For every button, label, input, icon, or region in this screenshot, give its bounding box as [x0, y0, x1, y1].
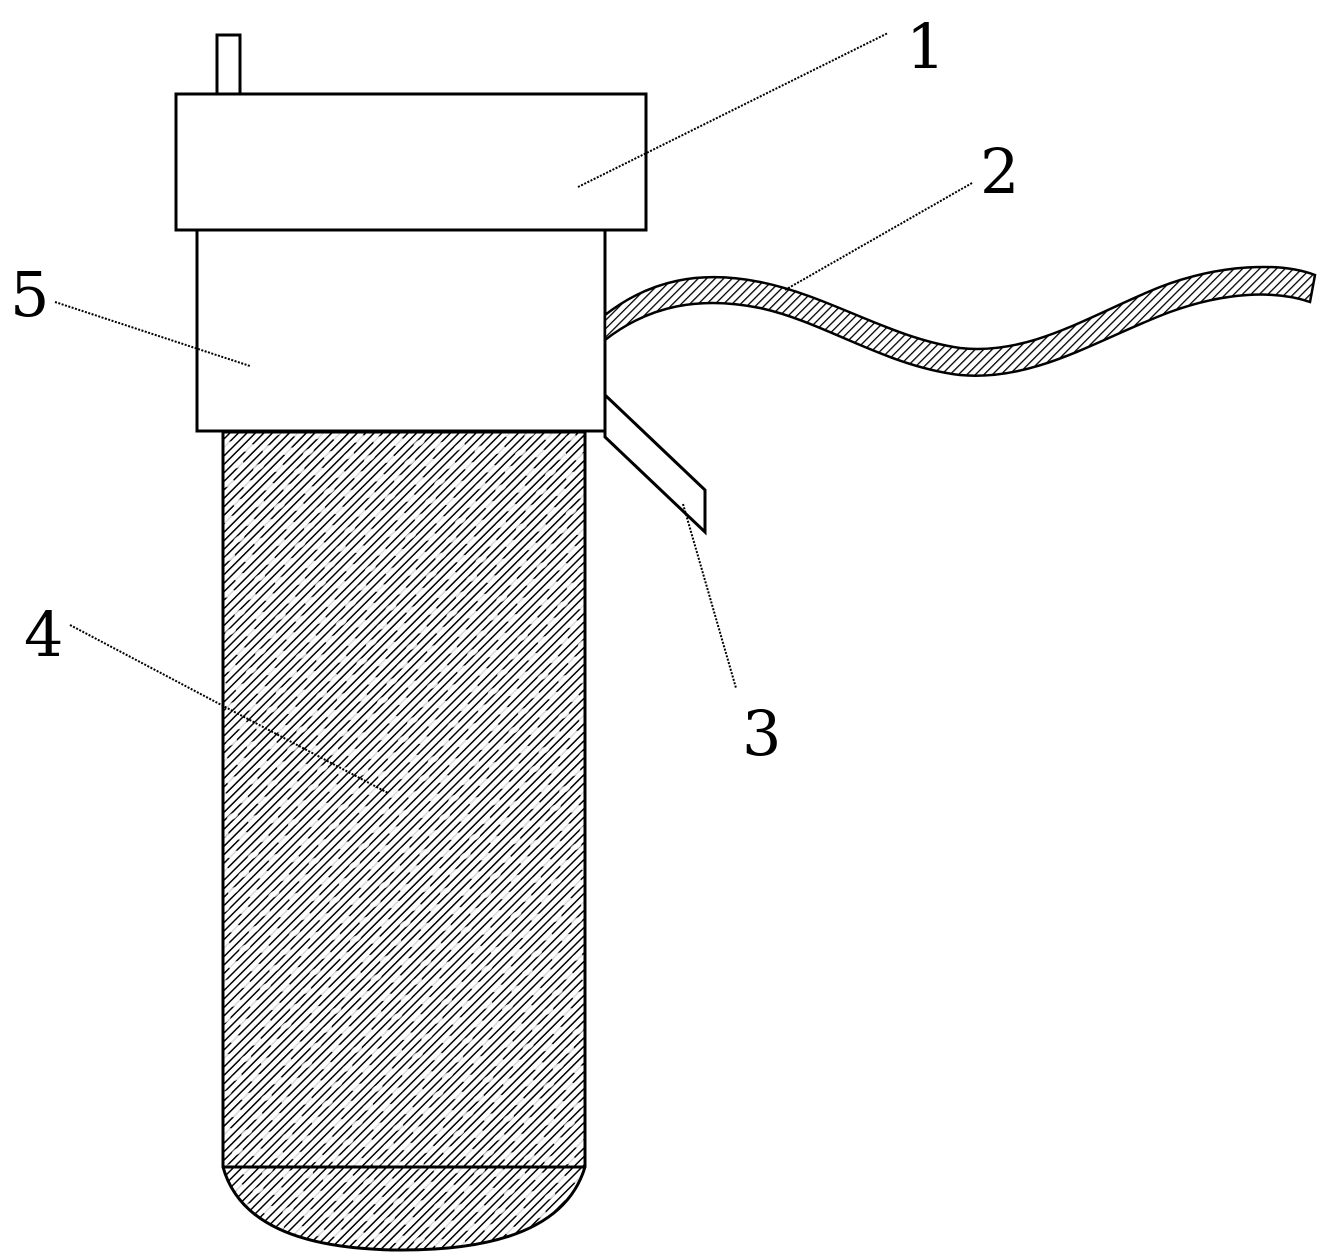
mesh-filter-body [221, 430, 587, 1252]
label-4: 4 [24, 598, 63, 671]
connector-housing [195, 228, 607, 433]
label-3: 3 [742, 697, 781, 770]
leader-line-5 [54, 301, 251, 367]
leader-line-2 [784, 182, 973, 291]
probe-tab [603, 391, 707, 536]
label-1: 1 [906, 10, 945, 83]
cable [603, 265, 1317, 377]
label-2: 2 [980, 135, 1019, 208]
label-5: 5 [10, 258, 49, 331]
leader-line-3 [682, 503, 737, 689]
leader-line-4 [69, 624, 389, 794]
top-cap [174, 92, 648, 232]
leader-line-1 [577, 32, 889, 188]
top-pin [215, 33, 242, 96]
